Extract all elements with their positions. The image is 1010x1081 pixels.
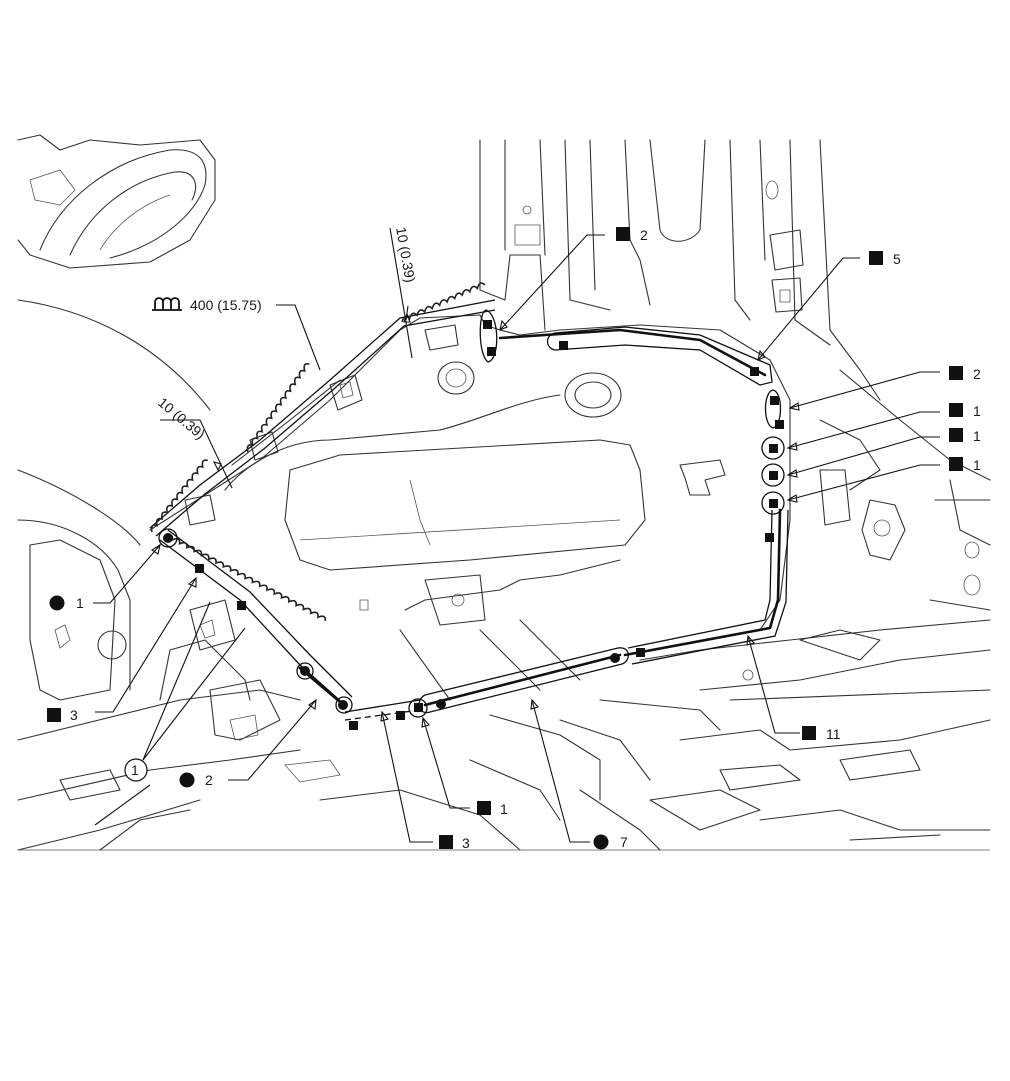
callout-sq-3-left: 3 [47,707,78,723]
svg-text:400 (15.75): 400 (15.75) [190,297,262,313]
sealer-beads [149,282,789,721]
svg-text:1: 1 [973,457,981,473]
callout-sq-2-top: 2 [616,227,648,243]
callout-dot-2: 2 [179,772,213,788]
svg-text:1: 1 [76,595,84,611]
svg-text:2: 2 [973,366,981,382]
svg-text:5: 5 [893,251,901,267]
dimension-left-label: 10 (0.39) [155,394,208,442]
svg-text:2: 2 [205,772,213,788]
svg-text:1: 1 [131,762,139,778]
svg-text:7: 7 [620,834,628,850]
svg-text:11: 11 [826,726,841,742]
callout-sq-1-right-c: 1 [949,457,981,473]
square-markers [195,320,784,730]
svg-text:1: 1 [973,403,981,419]
callout-dot-7: 7 [593,834,628,850]
svg-text:1: 1 [500,801,508,817]
round-markers [163,533,620,710]
callout-sq-3-bottom: 3 [439,835,470,851]
callout-sq-1-bottom: 1 [477,801,508,817]
svg-text:10 (0.39): 10 (0.39) [155,394,208,442]
svg-text:2: 2 [640,227,648,243]
callout-circle-1: 1 [124,758,148,782]
sealer-seam-icon [152,297,182,311]
callout-sq-2-right: 2 [949,366,981,382]
callout-sq-1-right-b: 1 [949,428,981,444]
leader-lines [93,227,940,843]
callout-sq-1-right-a: 1 [949,403,981,419]
svg-text:1: 1 [973,428,981,444]
svg-text:3: 3 [462,835,470,851]
callout-sq-11: 11 [802,726,841,742]
svg-text:3: 3 [70,707,78,723]
seam-sealer-upper [149,299,496,529]
callout-dot-1-left: 1 [49,595,84,611]
callout-sq-5: 5 [869,251,901,267]
seam-length-callout: 400 (15.75) [152,297,262,313]
seam-coil [150,282,486,533]
body-structure-lineart [17,134,991,851]
dimension-top-label: 10 (0.39) [393,226,418,284]
svg-text:10 (0.39): 10 (0.39) [393,226,418,284]
callout-labels: 2 5 2 1 1 1 11 7 [47,226,981,851]
